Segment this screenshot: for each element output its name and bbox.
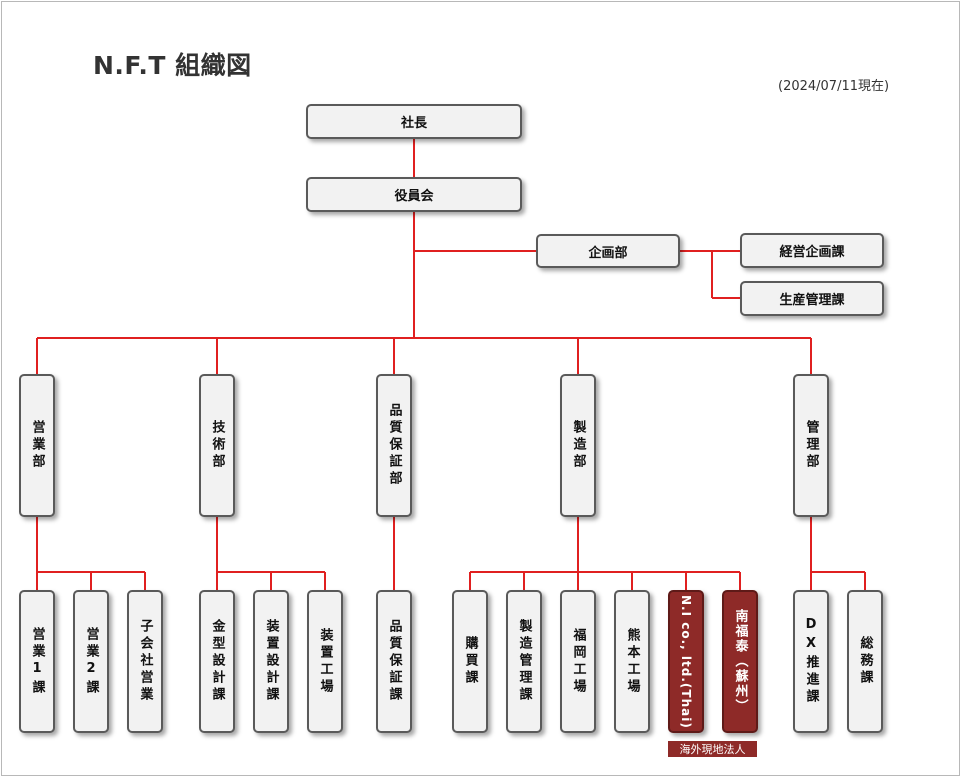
quality-assurance-dept-box: 品質保証部 bbox=[376, 374, 412, 517]
sales-dept-box: 営業部 bbox=[19, 374, 55, 517]
sales-section-1-box: 営業1課 bbox=[19, 590, 55, 733]
manufacturing-dept-box: 製造部 bbox=[560, 374, 596, 517]
overseas-subsidiary-label: 海外現地法人 bbox=[668, 741, 757, 757]
planning-dept-box: 企画部 bbox=[536, 234, 680, 268]
equipment-factory-box: 装置工場 bbox=[307, 590, 343, 733]
thai-subsidiary-box: N.I co., ltd.(Thai) bbox=[668, 590, 704, 733]
engineering-dept-box: 技術部 bbox=[199, 374, 235, 517]
production-control-section-box: 生産管理課 bbox=[740, 281, 884, 316]
fukuoka-factory-box: 福岡工場 bbox=[560, 590, 596, 733]
equipment-design-section-box: 装置設計課 bbox=[253, 590, 289, 733]
mold-design-section-box: 金型設計課 bbox=[199, 590, 235, 733]
quality-assurance-section-box: 品質保証課 bbox=[376, 590, 412, 733]
administration-dept-box: 管理部 bbox=[793, 374, 829, 517]
board-box: 役員会 bbox=[306, 177, 522, 212]
dx-promotion-section-box: DX推進課 bbox=[793, 590, 829, 733]
subsidiary-sales-box: 子会社営業 bbox=[127, 590, 163, 733]
president-box: 社長 bbox=[306, 104, 522, 139]
corporate-planning-section-box: 経営企画課 bbox=[740, 233, 884, 268]
page-title: N.F.T 組織図 bbox=[93, 51, 252, 80]
sales-section-2-box: 営業2課 bbox=[73, 590, 109, 733]
suzhou-subsidiary-box: 南福泰（蘇州） bbox=[722, 590, 758, 733]
purchasing-section-box: 購買課 bbox=[452, 590, 488, 733]
manufacturing-control-section-box: 製造管理課 bbox=[506, 590, 542, 733]
kumamoto-factory-box: 熊本工場 bbox=[614, 590, 650, 733]
as-of-date: (2024/07/11現在) bbox=[778, 79, 890, 94]
general-affairs-section-box: 総務課 bbox=[847, 590, 883, 733]
